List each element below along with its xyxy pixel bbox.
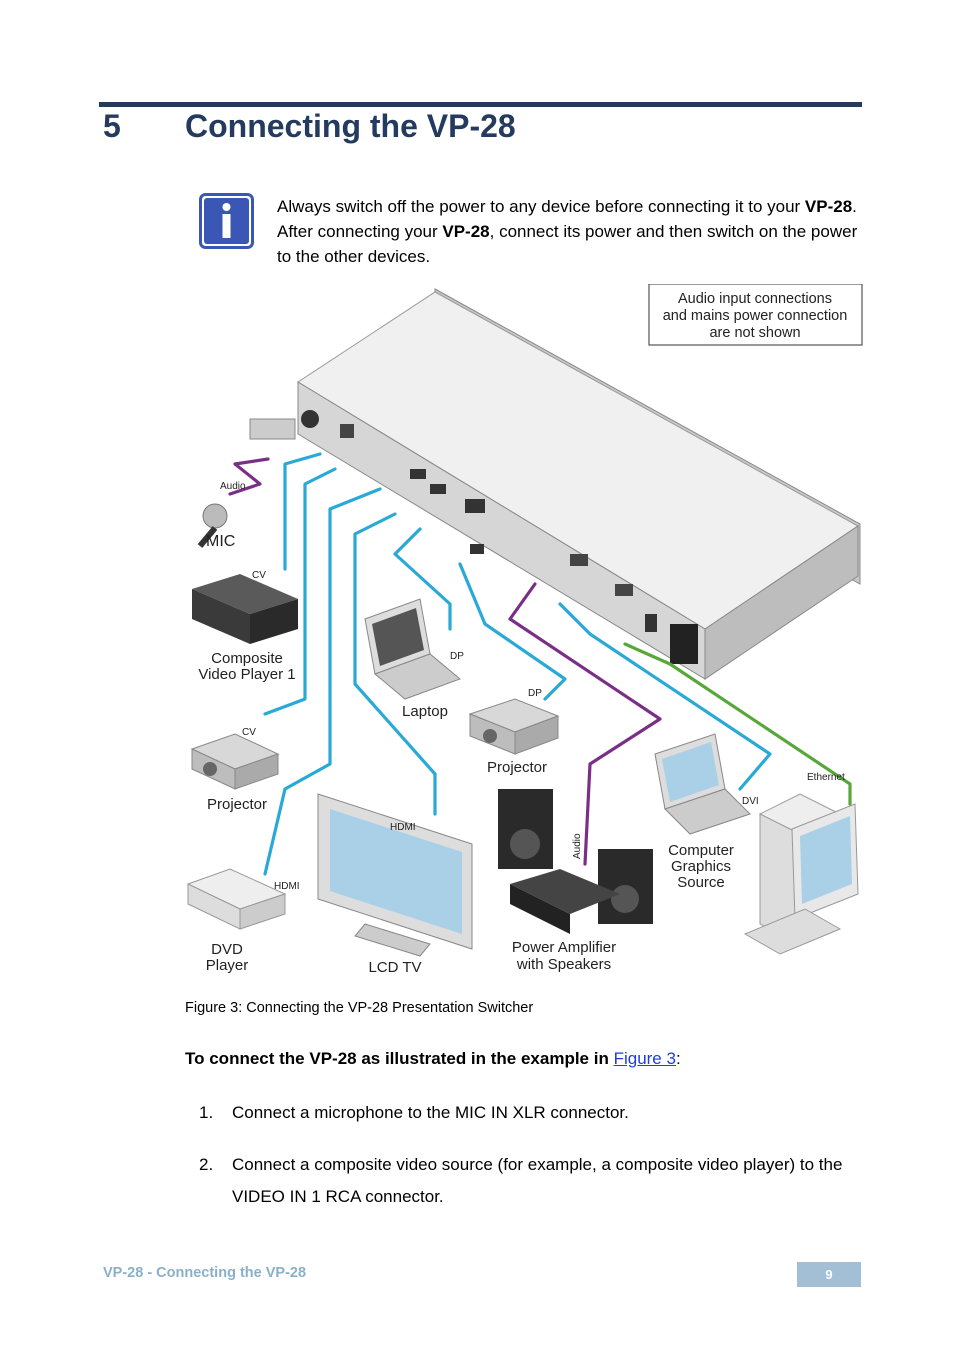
cable-hdmi-dvd	[263, 487, 382, 876]
label-projector-1: Projector	[207, 796, 267, 813]
cable-dp-laptop	[393, 527, 452, 631]
cable-mic	[228, 457, 270, 496]
callout-line-2: and mains power connection	[663, 308, 848, 324]
footer-title: VP-28 - Connecting the VP-28	[103, 1265, 307, 1281]
cable-cv2	[263, 467, 337, 716]
instruction-heading: To connect the VP-28 as illustrated in t…	[185, 1049, 681, 1068]
cable-hdmi-lcd	[353, 512, 437, 816]
dvd-player	[186, 868, 287, 930]
label-cv2: CV	[242, 727, 256, 738]
label-hdmi-lcd: HDMI	[390, 822, 416, 833]
callout-box: Audio input connections and mains power …	[648, 284, 863, 346]
projector-2	[468, 698, 560, 755]
connection-diagram: Audio input connections and mains power …	[186, 284, 863, 976]
label-amp-1: Power Amplifier	[512, 939, 616, 956]
figure-link[interactable]: Figure 3	[613, 1049, 676, 1068]
label-computer-3: Source	[677, 874, 725, 891]
step-2: 2. Connect a composite video source (for…	[199, 1149, 859, 1213]
label-lcd: LCD TV	[368, 959, 421, 976]
cable-cv1	[283, 452, 322, 571]
label-dvi: DVI	[742, 796, 759, 807]
step-text: Connect a microphone to the MIC IN XLR c…	[232, 1103, 629, 1122]
label-projector-2: Projector	[487, 759, 547, 776]
label-composite-1: Composite	[211, 650, 283, 667]
cable-dp-proj	[458, 562, 567, 701]
chapter-number: 5	[103, 108, 121, 144]
cable-dvi	[558, 602, 772, 791]
lcd-tv	[317, 793, 473, 957]
cable-audio-amp	[508, 582, 662, 866]
laptop	[364, 598, 461, 700]
step-text: Connect a composite video source (for ex…	[232, 1155, 843, 1206]
label-audio-amp: Audio	[572, 833, 583, 859]
label-dp-laptop: DP	[450, 651, 464, 662]
chapter-rule	[99, 102, 862, 107]
step-number: 2.	[199, 1155, 214, 1174]
figure-caption: Figure 3: Connecting the VP-28 Presentat…	[185, 1000, 534, 1016]
composite-player	[192, 574, 298, 644]
label-laptop: Laptop	[402, 703, 448, 720]
page-number: 9	[797, 1262, 861, 1287]
cable-ethernet	[623, 642, 852, 806]
label-amp-2: with Speakers	[516, 956, 611, 973]
label-audio-mic: Audio	[220, 481, 246, 492]
microphone	[197, 418, 296, 548]
vp28-unit	[297, 288, 861, 680]
label-cv1: CV	[252, 570, 266, 581]
label-computer-1: Computer	[668, 842, 734, 859]
info-icon	[199, 193, 254, 249]
desktop-computer	[743, 793, 859, 955]
projector-1	[190, 733, 280, 790]
label-computer-2: Graphics	[671, 858, 731, 875]
label-dvd-1: DVD	[211, 941, 243, 958]
label-composite-2: Video Player 1	[198, 666, 295, 683]
label-ethernet: Ethernet	[807, 772, 845, 783]
step-number: 1.	[199, 1103, 214, 1122]
amplifier-speakers	[498, 789, 653, 934]
step-1: 1. Connect a microphone to the MIC IN XL…	[199, 1097, 859, 1129]
label-dvd-2: Player	[206, 957, 249, 974]
label-hdmi-dvd: HDMI	[274, 881, 300, 892]
callout-line-3: are not shown	[709, 325, 800, 341]
callout-line-1: Audio input connections	[678, 291, 832, 307]
safety-note: Always switch off the power to any devic…	[277, 197, 858, 266]
chapter-title: Connecting the VP-28	[185, 108, 516, 144]
label-dp-proj: DP	[528, 688, 542, 699]
computer-laptop	[654, 733, 751, 835]
label-mic: MIC	[206, 533, 235, 550]
